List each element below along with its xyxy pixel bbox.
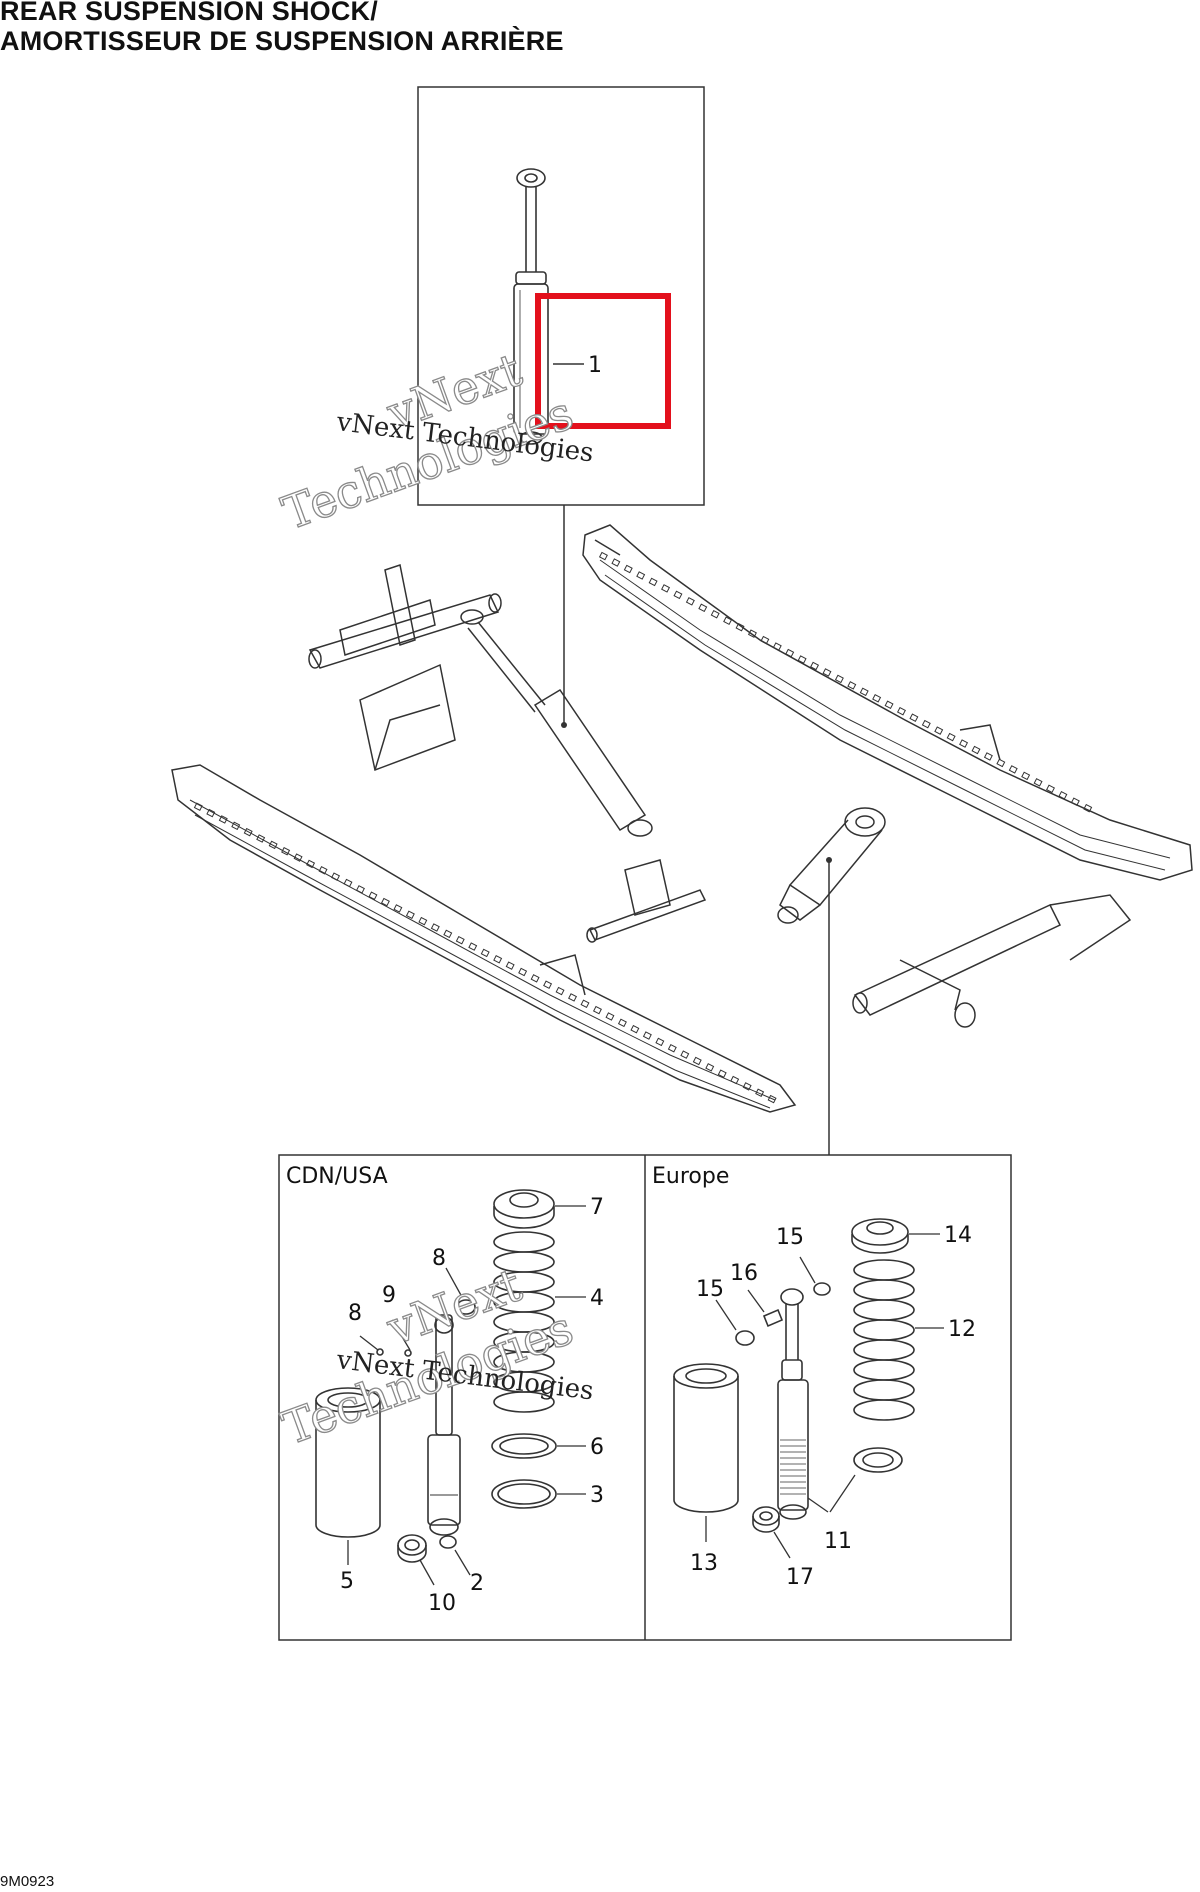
callout-3: 3 <box>590 1483 604 1508</box>
callout-15-lower: 15 <box>696 1277 724 1302</box>
bottom-inset: CDN/USA Europe <box>278 1154 1012 1641</box>
highlight-box <box>535 293 671 429</box>
front-arm <box>308 564 502 772</box>
washer-part-10 <box>397 1534 427 1563</box>
spring-seat-part-14 <box>851 1218 909 1254</box>
callout-14: 14 <box>944 1223 972 1248</box>
drawing-code: 9M0923 <box>0 1873 55 1890</box>
callout-1: 1 <box>588 353 602 378</box>
callout-6: 6 <box>590 1435 604 1460</box>
watermark-top: vNext Technologies vNext Technologies <box>275 342 596 541</box>
bushing-part-8-upper <box>456 1299 476 1315</box>
pin-part-16 <box>762 1308 784 1328</box>
spring-part-12 <box>853 1259 915 1421</box>
callout-11: 11 <box>824 1529 852 1554</box>
top-inset: 1 <box>417 86 705 506</box>
ring-part-6 <box>491 1433 557 1459</box>
callout-10: 10 <box>428 1591 456 1616</box>
callout-8-upper: 8 <box>432 1246 446 1271</box>
diagram-title-fr: AMORTISSEUR DE SUSPENSION ARRIÈRE <box>0 26 564 56</box>
rear-arm <box>852 894 1132 1028</box>
center-bracket <box>586 859 707 943</box>
callout-4: 4 <box>590 1286 604 1311</box>
diagram-title-en: REAR SUSPENSION SHOCK/ <box>0 0 378 26</box>
callout-12: 12 <box>948 1317 976 1342</box>
callout-8-lower: 8 <box>348 1301 362 1326</box>
europe-parts <box>673 1218 944 1559</box>
shock-absorber-part-1 <box>513 168 549 445</box>
cdn-usa-parts <box>315 1189 586 1586</box>
left-rail <box>171 764 797 1113</box>
washer-part-17 <box>752 1506 780 1533</box>
leader-dot-bottom <box>826 857 832 863</box>
shock-body-part-2 <box>427 1314 461 1549</box>
bushing-part-15-lower <box>735 1330 755 1346</box>
callout-17: 17 <box>786 1565 814 1590</box>
boot-part-5 <box>315 1387 381 1538</box>
right-rail <box>582 524 1193 881</box>
shock-body-europe <box>777 1288 809 1520</box>
callout-labels: 7 4 8 9 8 6 3 5 10 2 15 14 16 15 12 11 1… <box>340 1195 976 1616</box>
leader-dot-top <box>561 722 567 728</box>
region-label-cdn-usa: CDN/USA <box>286 1164 388 1189</box>
spring-part-4 <box>493 1231 555 1413</box>
bushing-part-8-lower <box>434 1316 454 1334</box>
region-label-europe: Europe <box>652 1164 729 1189</box>
callout-15-upper: 15 <box>776 1225 804 1250</box>
spring-seat-part-7 <box>493 1189 555 1229</box>
top-inset-frame <box>417 86 705 506</box>
bushing-part-15-upper <box>813 1282 831 1296</box>
rear-shock <box>777 807 886 924</box>
adjusting-nut-part-11 <box>853 1447 903 1473</box>
middle-shock <box>460 609 653 837</box>
callout-5: 5 <box>340 1569 354 1594</box>
callout-16: 16 <box>730 1261 758 1286</box>
ring-part-3 <box>491 1479 557 1509</box>
callout-2: 2 <box>470 1571 484 1596</box>
boot-part-13 <box>673 1363 739 1513</box>
suspension-assembly <box>171 524 1193 1113</box>
callout-13: 13 <box>690 1551 718 1576</box>
callout-9: 9 <box>382 1283 396 1308</box>
callout-7: 7 <box>590 1195 604 1220</box>
